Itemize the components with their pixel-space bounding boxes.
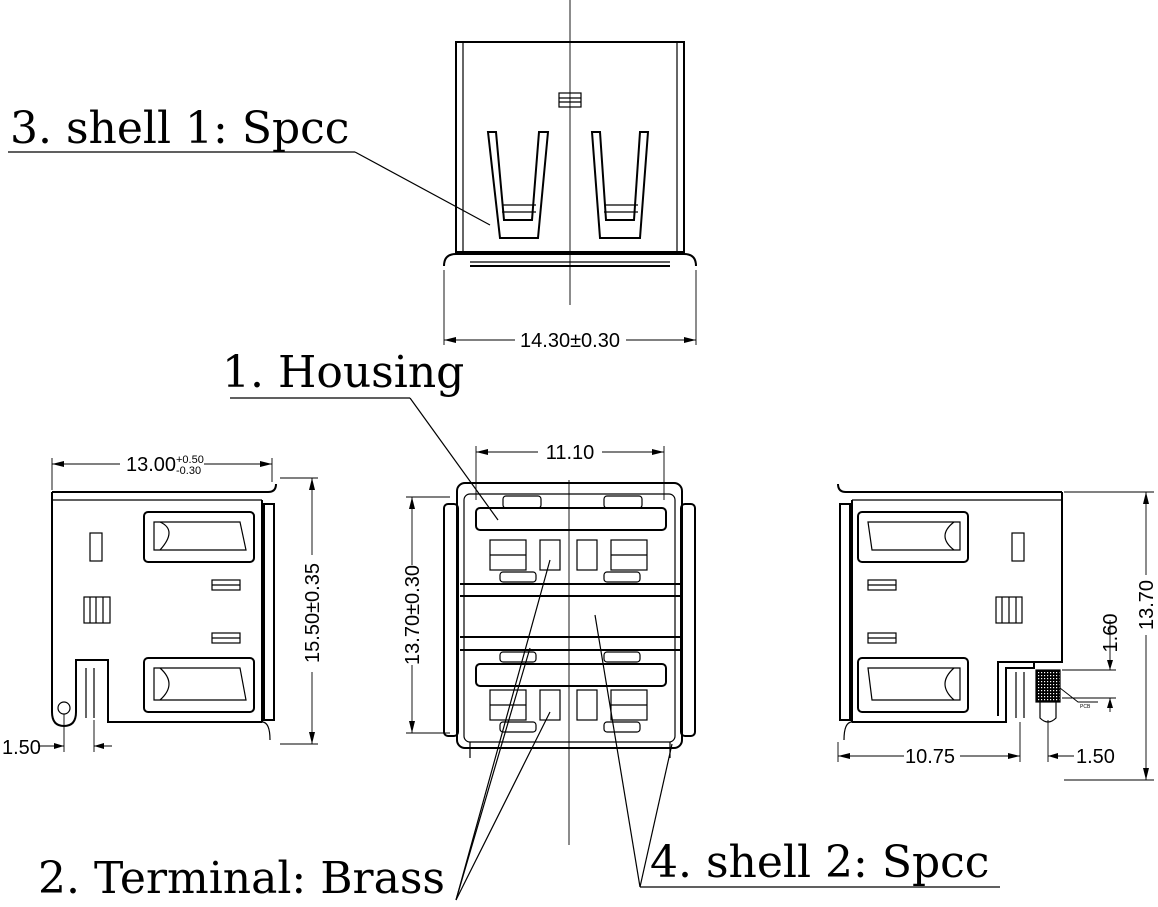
dim-front-width: 11.10 (546, 442, 595, 464)
right-side-view: PCB 10.75 1.50 (837, 483, 1158, 781)
pin-note: PCB (1080, 704, 1091, 710)
dim-right-height: 13.70 (1136, 580, 1158, 630)
dim-right-pin-offset: 1.50 (1076, 746, 1115, 768)
dim-right-pin-height: 1.60 (1100, 614, 1122, 653)
front-view: 11.10 13.70±0.30 (402, 442, 696, 845)
left-side-view: 13.00 +0.50 -0.30 15.50±0.35 1.50 (2, 454, 324, 759)
top-view: 14.30±0.30 (443, 0, 697, 352)
dim-left-length: 13.00 (126, 454, 176, 476)
dim-right-length: 10.75 (905, 746, 955, 768)
callout-shell2: 4. shell 2: Spcc (650, 837, 989, 888)
dim-front-height: 13.70±0.30 (402, 565, 424, 665)
dim-left-pin-offset: 1.50 (2, 737, 41, 759)
callout-shell1: 3. shell 1: Spcc (10, 103, 349, 154)
dim-left-height: 15.50±0.35 (302, 563, 324, 663)
dim-top-width: 14.30±0.30 (520, 330, 620, 352)
callout-housing: 1. Housing (222, 347, 464, 398)
dim-left-length-tol-lower: -0.30 (176, 465, 201, 477)
dim-left-length-tol-upper: +0.50 (176, 454, 204, 466)
callouts: 3. shell 1: Spcc 1. Housing 2. Terminal:… (8, 103, 1000, 904)
callout-terminal: 2. Terminal: Brass (38, 853, 445, 904)
